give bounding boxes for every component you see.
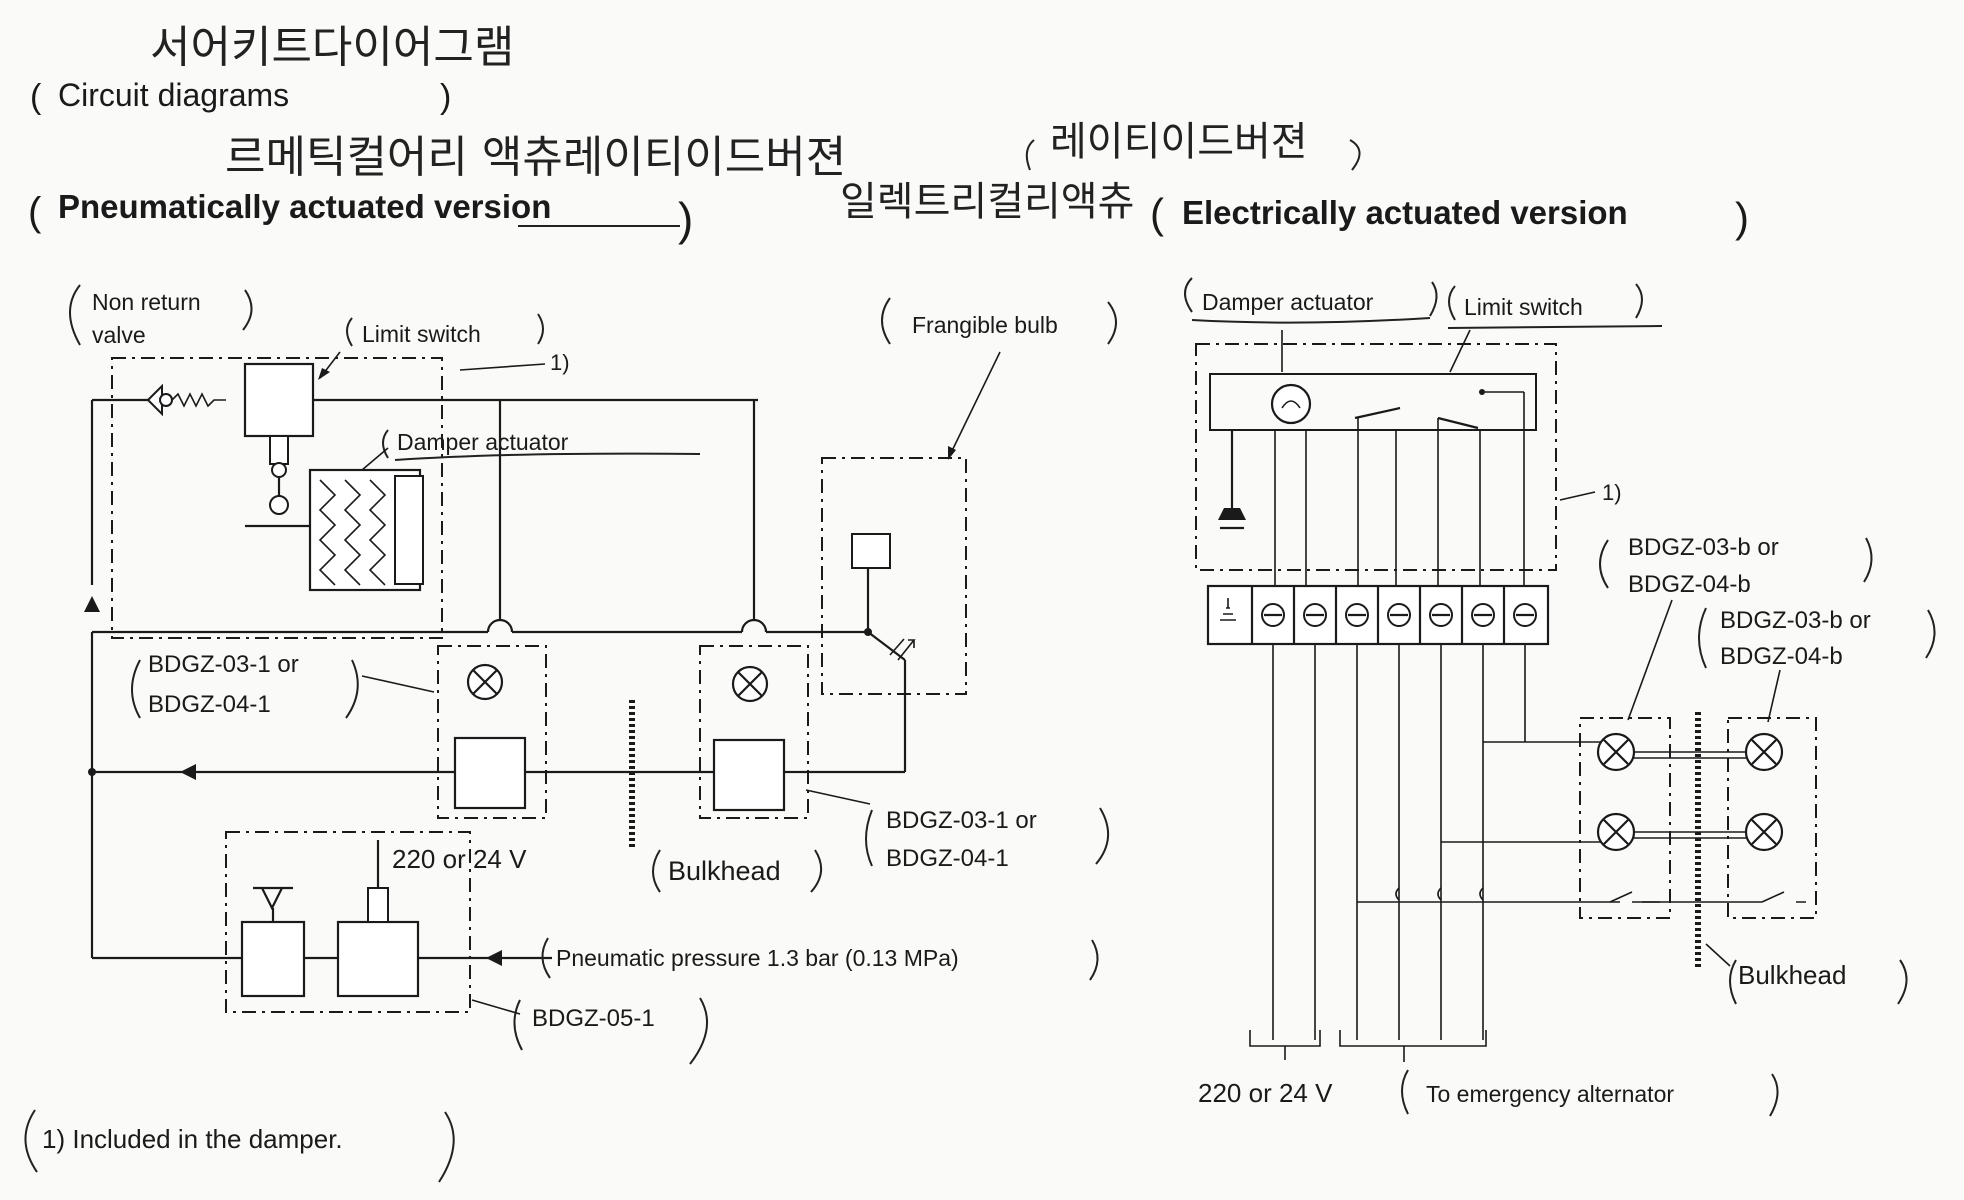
bdgz-label-left-1: BDGZ-03-1 or <box>148 651 299 678</box>
bdgz-label-right-a-1: BDGZ-03-b or <box>1628 534 1779 561</box>
english-title: Circuit diagrams <box>58 77 289 113</box>
bulkhead-label-left: Bulkhead <box>668 856 781 886</box>
damper-actuator-label-left: Damper actuator <box>397 429 569 455</box>
svg-text:(: ( <box>1150 190 1164 237</box>
solenoid-valve <box>242 922 304 996</box>
svg-text:BDGZ-04-1: BDGZ-04-1 <box>886 845 1009 872</box>
switch-contact-2 <box>1438 418 1478 428</box>
damper-enclosure-right <box>1196 344 1556 570</box>
limit-switch-label-right: Limit switch <box>1464 294 1583 320</box>
svg-text:): ) <box>1735 194 1749 241</box>
note-ref-left: 1) <box>550 350 570 375</box>
damper-actuator-label-right: Damper actuator <box>1202 289 1374 315</box>
spring-symbol <box>172 394 226 406</box>
svg-text:): ) <box>678 193 693 245</box>
left-title: Pneumatically actuated version <box>58 188 551 225</box>
switch-contact-1 <box>1355 408 1400 418</box>
svg-text:): ) <box>440 78 451 116</box>
voltage-label-right: 220 or 24 V <box>1198 1078 1333 1108</box>
right-korean-caption: 일렉트리컬리액츄 <box>840 179 1134 225</box>
svg-text:BDGZ-04-b: BDGZ-04-b <box>1720 643 1843 670</box>
relay-box-left <box>455 738 525 808</box>
bdgz-label-right-1: BDGZ-03-1 or <box>886 807 1037 834</box>
voltage-label-left: 220 or 24 V <box>392 844 527 874</box>
footnote: 1) Included in the damper. <box>42 1124 343 1154</box>
damper-motor <box>1272 385 1310 423</box>
svg-text:valve: valve <box>92 322 146 348</box>
svg-text:(: ( <box>30 78 42 116</box>
svg-text:BDGZ-04-1: BDGZ-04-1 <box>148 691 271 718</box>
right-title: Electrically actuated version <box>1182 194 1628 231</box>
note-ref-right: 1) <box>1602 480 1622 505</box>
pneumatic-pressure-label: Pneumatic pressure 1.3 bar (0.13 MPa) <box>556 945 959 971</box>
limit-switch-label-left: Limit switch <box>362 321 481 347</box>
svg-text:BDGZ-04-b: BDGZ-04-b <box>1628 571 1751 598</box>
korean-title: 서어키트다이어그램 <box>150 22 514 73</box>
frangible-bulb-symbol <box>852 534 890 568</box>
bdgz05-label: BDGZ-05-1 <box>532 1005 655 1032</box>
bdgz-label-right-b-1: BDGZ-03-b or <box>1720 607 1871 634</box>
frangible-bulb-enclosure <box>822 458 966 694</box>
limit-switch-box-left <box>245 364 313 436</box>
pressure-regulator <box>338 922 418 996</box>
right-korean-caption-top: 레이티이드버젼 <box>1050 119 1308 165</box>
non-return-valve-label: Non return <box>92 289 201 315</box>
actuator-frame-right <box>1210 374 1536 430</box>
left-korean-caption: 르메틱컬어리 액츄레이티이드버젼 <box>225 132 846 183</box>
relay-box-right <box>714 740 784 810</box>
svg-text:(: ( <box>28 190 42 234</box>
bulkhead-label-right: Bulkhead <box>1738 960 1846 990</box>
frangible-bulb-label: Frangible bulb <box>912 312 1058 338</box>
earth-symbol <box>1218 508 1246 520</box>
emergency-alternator-label: To emergency alternator <box>1426 1081 1674 1107</box>
